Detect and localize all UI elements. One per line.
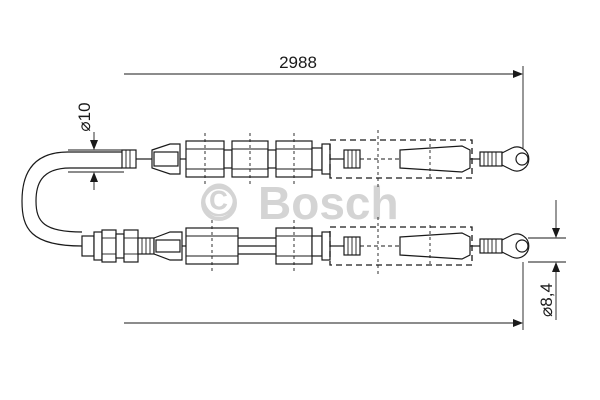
top-nut-2 [321, 143, 331, 175]
top-crimp-sleeve [121, 149, 137, 169]
top-connector-2 [267, 149, 277, 169]
diameter-bottom-label: ⌀8,4 [537, 283, 556, 317]
bottom-cable-assembly [81, 217, 530, 275]
diameter-top-label: ⌀10 [75, 102, 94, 131]
bottom-ferrule-inner [155, 239, 181, 253]
length-label: 2988 [279, 53, 317, 72]
bottom-washer [93, 231, 103, 261]
diameter-top-dimension: ⌀10 [68, 102, 124, 190]
cable-outer-line [21, 151, 122, 247]
top-threaded-end [479, 151, 503, 167]
bottom-washer-2 [115, 233, 125, 259]
length-dimension: 2988 [124, 53, 524, 330]
top-end-fitting [399, 145, 471, 173]
top-cable-assembly [121, 130, 530, 188]
top-connector-1 [223, 149, 233, 169]
cable-inner-line [35, 167, 122, 233]
bosch-watermark: © Bosch [201, 174, 399, 229]
top-nut-1 [311, 147, 323, 171]
bottom-end-cap [81, 235, 95, 257]
cable-loop [21, 151, 122, 247]
bottom-nut-2 [321, 231, 331, 261]
copyright-symbol: © [202, 174, 236, 226]
brand-watermark-text: Bosch [258, 177, 399, 229]
bottom-threaded-end [479, 238, 503, 254]
bottom-end-fitting [399, 232, 471, 260]
top-eye-hole [515, 152, 529, 166]
top-ferrule-inner [153, 151, 179, 167]
bottom-hex-nut-2 [123, 229, 139, 263]
bottom-eye-hole [515, 239, 529, 253]
bottom-nut-1 [311, 235, 323, 257]
bottom-hex-nut-1 [101, 229, 117, 263]
diameter-bottom-dimension: ⌀8,4 [528, 200, 566, 320]
